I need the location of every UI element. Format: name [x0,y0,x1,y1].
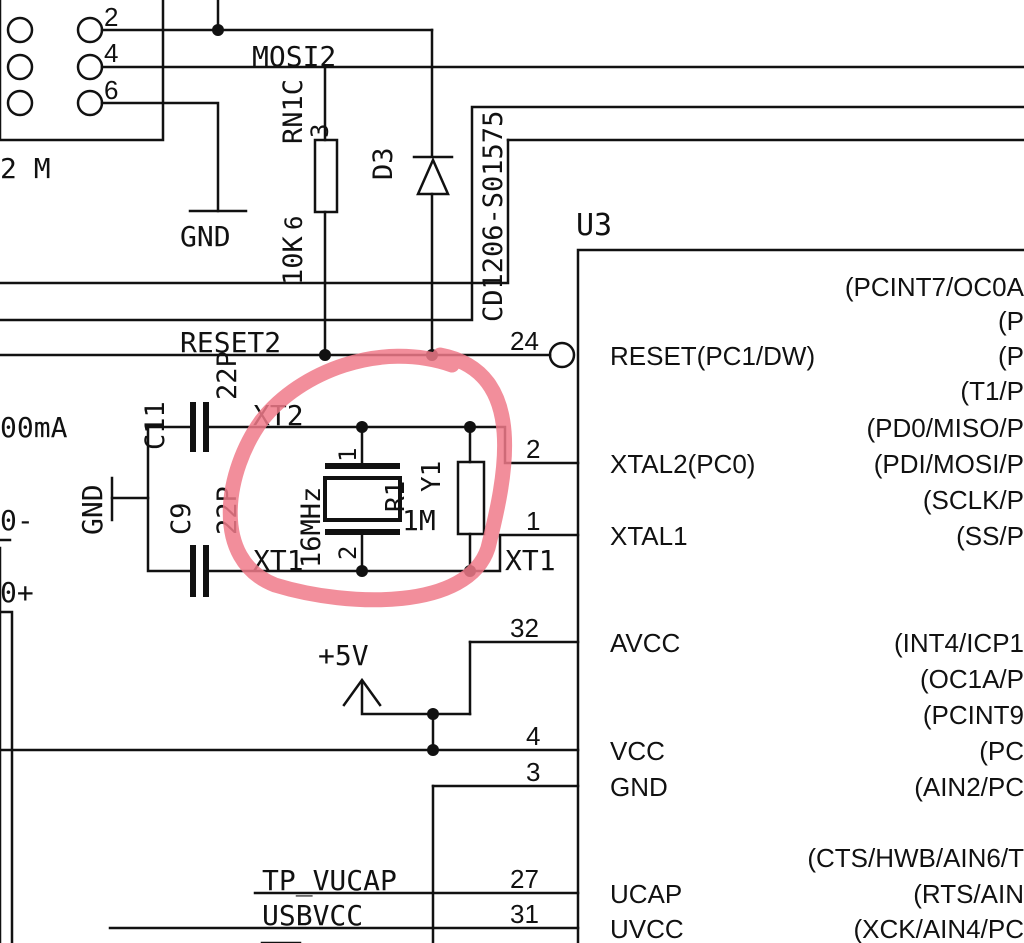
partial-minus-label: 0- [0,504,34,537]
u3-pin-avcc: AVCC [610,628,680,658]
gnd-label-left: GND [76,484,109,535]
net-label-usbvcc: USBVCC [262,899,363,932]
net-label-tp-vucap: TP_VUCAP [262,864,397,898]
junction-dot [356,421,368,433]
plus5v-label: +5V [318,639,369,672]
rn1c-ref: RN1C [278,79,309,144]
rn1c-pin-6: 6 [280,216,308,230]
gnd-label-top: GND [180,220,231,253]
isp-header: 2 4 6 2 M [0,0,165,185]
y1-pin-1: 1 [334,448,362,462]
rn1c-value: 10K [278,235,309,285]
u3-pin-gnd: GND [610,772,668,802]
u3-right-pin: (AIN2/PC [914,772,1024,802]
u3-right-pin: (RTS/AIN [913,879,1024,909]
header-pin-6: 6 [104,75,118,105]
ic-u3: U3 RESET(PC1/DW) XTAL2(PC0) XTAL1 AVCC V… [576,208,1024,943]
junction-dot [319,349,331,361]
r1-value: 1M [402,504,436,537]
crystal-y1 [323,476,402,522]
d3-ref: D3 [368,147,399,180]
u3-pin-num-32: 32 [510,613,539,643]
junction-dot [212,24,224,36]
u3-right-pin: (PDI/MOSI/P [874,449,1024,479]
u3-right-pin: (INT4/ICP1 [894,628,1024,658]
c11-ref: C11 [140,401,171,450]
u3-pin-vcc: VCC [610,736,665,766]
c11-value: 22P [212,351,243,400]
u3-pin-num-24: 24 [510,326,539,356]
net-label-reset2: RESET2 [180,326,281,359]
u3-right-pin: (CTS/HWB/AIN6/T [807,843,1024,873]
rn1c-pin-3: 3 [306,124,334,138]
junction-dot [356,565,368,577]
partial-current-label: 00mA [0,411,68,444]
u3-right-pin: (OC1A/P [920,664,1024,694]
u3-ref: U3 [576,208,612,243]
u3-right-pin: (P [998,306,1024,336]
header-pin-4: 4 [104,38,118,68]
u3-right-pin: (SCLK/P [923,485,1024,515]
u3-pin-xtal1: XTAL1 [610,521,688,551]
u3-pin-xtal2: XTAL2(PC0) [610,449,755,479]
u3-pin-num-2: 2 [526,434,540,464]
u3-right-pin: (PD0/MISO/P [867,413,1024,443]
u3-right-pin: (XCK/AIN4/PC [854,914,1024,943]
y1-frequency: 16MHz [296,487,327,568]
y1-ref: Y1 [417,461,447,492]
u3-pin-reset: RESET(PC1/DW) [610,341,815,371]
u3-pin-ucap: UCAP [610,879,682,909]
u3-right-pin: (SS/P [956,521,1024,551]
u3-pin-num-27: 27 [510,864,539,894]
reset-inversion-bubble [548,341,576,369]
header-label: 2 M [0,152,51,185]
r1-ref: R1 [381,481,411,512]
u3-pin-uvcc: UVCC [610,914,684,943]
u3-pin-num-1: 1 [526,506,540,536]
y1-pin-2: 2 [334,546,362,560]
u3-right-pin: (PCINT9 [923,700,1024,730]
resistor-rn1c [313,138,339,214]
u3-pin-num-3: 3 [526,757,540,787]
c9-ref: C9 [166,502,197,535]
u3-right-pin: (PCINT7/OC0A [845,272,1024,302]
header-pin-2: 2 [104,2,118,32]
highlight-annotation [222,347,512,608]
resistor-r1 [456,460,486,536]
net-label-mosi2: MOSI2 [252,40,336,73]
u3-right-pin: (PC [979,736,1024,766]
u3-right-pin: (P [998,341,1024,371]
partial-plus-label: 0+ [0,576,34,609]
u3-right-pin: (T1/P [960,376,1024,406]
d3-part: CD1206-S01575 [478,111,509,322]
junction-dot [427,708,439,720]
u3-pin-num-31: 31 [510,899,539,929]
u3-pin-num-4: 4 [526,721,540,751]
net-label-xt1-right: XT1 [505,544,556,577]
